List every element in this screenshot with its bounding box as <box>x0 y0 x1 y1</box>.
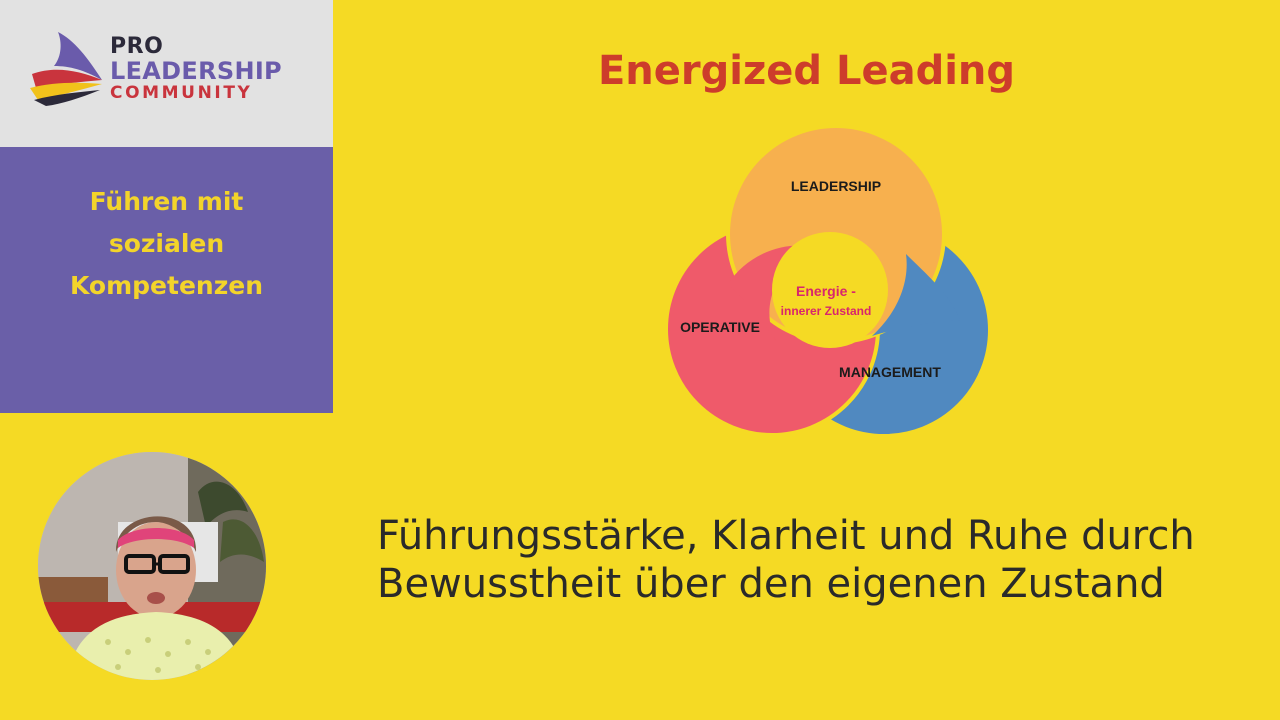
subtitle: Führungsstärke, Klarheit und Ruhe durch … <box>377 512 1257 608</box>
sidebar: PRO LEADERSHIP COMMUNITY Führen mit sozi… <box>0 0 333 720</box>
leadership-label: LEADERSHIP <box>791 178 881 194</box>
center-label-line1: Energie - <box>796 283 856 299</box>
speaker-video-avatar <box>38 452 266 680</box>
subtitle-line: Führungsstärke, Klarheit und Ruhe durch <box>377 513 1195 559</box>
logo-community-text: COMMUNITY <box>110 83 253 103</box>
sidebar-heading-line: Kompetenzen <box>69 271 264 300</box>
sidebar-heading-line: sozialen <box>108 229 225 258</box>
center-core <box>776 236 884 344</box>
management-label: MANAGEMENT <box>839 364 941 380</box>
energized-leading-diagram: LEADERSHIP OPERATIVE MANAGEMENT Energie … <box>664 124 992 438</box>
sidebar-heading: Führen mit sozialen Kompetenzen <box>0 181 333 307</box>
speaker-portrait-image <box>38 452 266 680</box>
operative-overlap <box>728 245 810 344</box>
management-overlap <box>872 254 960 336</box>
center-label-line2: innerer Zustand <box>781 304 872 318</box>
subtitle-line: Bewusstheit über den eigenen Zustand <box>377 561 1165 607</box>
sidebar-heading-line: Führen mit <box>89 187 244 216</box>
logo: PRO LEADERSHIP COMMUNITY <box>0 0 333 147</box>
logo-leadership-text: LEADERSHIP <box>110 57 282 85</box>
wing-logo-icon <box>30 32 102 106</box>
page-title: Energized Leading <box>597 48 1016 94</box>
logo-pro-text: PRO <box>110 34 164 59</box>
sidebar-heading-box: Führen mit sozialen Kompetenzen <box>0 147 333 413</box>
operative-label: OPERATIVE <box>680 319 760 335</box>
